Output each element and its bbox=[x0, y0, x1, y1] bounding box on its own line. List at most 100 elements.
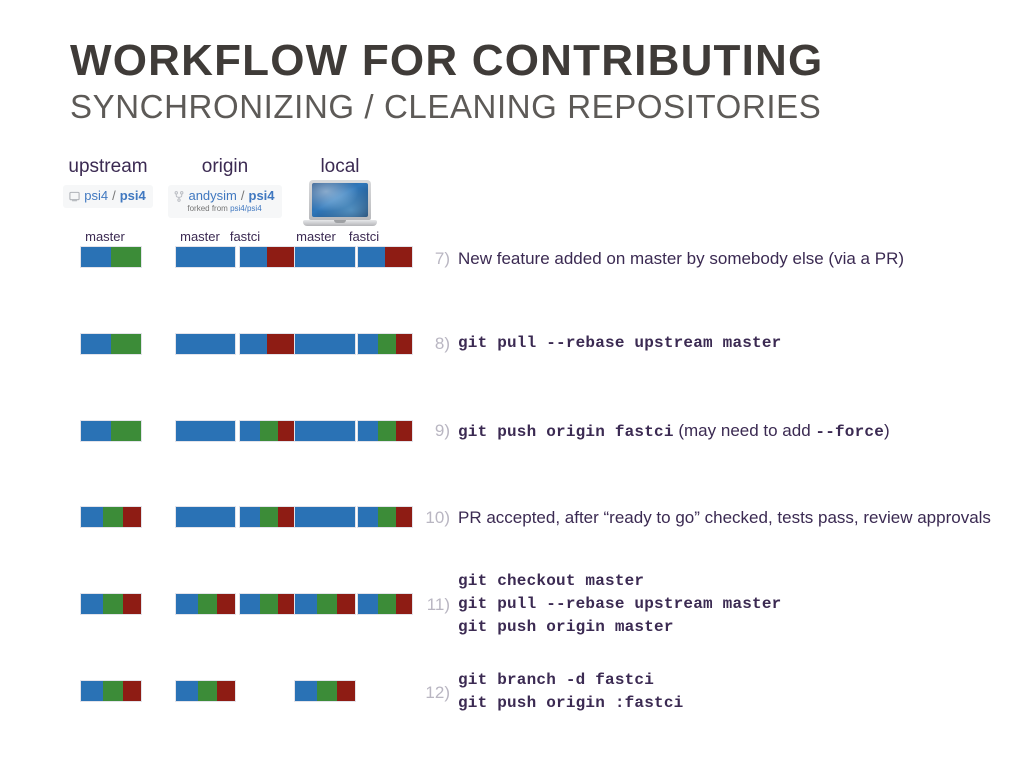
branch-bar-local-master bbox=[295, 334, 355, 354]
commit-segment-green bbox=[259, 594, 278, 614]
step-number: 12) bbox=[425, 682, 450, 702]
branch-bar-origin-master bbox=[176, 681, 235, 701]
step-number: 8) bbox=[434, 334, 450, 353]
commit-segment-red bbox=[217, 594, 235, 614]
commit-segment-blue bbox=[240, 507, 260, 527]
commit-segment-red bbox=[395, 507, 412, 527]
commit-segment-blue bbox=[358, 247, 385, 267]
branch-bar-local-master bbox=[295, 247, 355, 267]
command-line: git branch -d fastci bbox=[458, 671, 655, 689]
repo-chip-origin[interactable]: andysim / psi4 forked from psi4/psi4 bbox=[168, 184, 282, 218]
commit-segment-blue bbox=[176, 334, 235, 354]
commit-segment-green bbox=[377, 594, 396, 614]
branch-bar-upstream-master bbox=[81, 334, 141, 354]
branch-bar-local-fastci bbox=[358, 507, 412, 527]
command-line: git push origin :fastci bbox=[458, 694, 684, 712]
commit-segment-blue bbox=[81, 247, 111, 267]
commit-segment-green bbox=[103, 594, 123, 614]
commit-segment-red bbox=[217, 681, 235, 701]
branch-bar-local-master bbox=[295, 594, 355, 614]
repo-separator: / bbox=[240, 187, 245, 203]
branch-label-origin-master: master bbox=[180, 229, 220, 244]
branch-bar-upstream-master bbox=[81, 681, 141, 701]
commit-segment-blue bbox=[81, 594, 104, 614]
command-line: git push origin fastci bbox=[458, 423, 674, 441]
commit-segment-red bbox=[385, 247, 412, 267]
branch-bar-origin-master bbox=[176, 334, 235, 354]
forked-from-note: forked from psi4/psi4 bbox=[174, 203, 274, 214]
column-header-origin: origin andysim / psi4 forked from psi4/p… bbox=[160, 156, 290, 218]
commit-segment-red bbox=[277, 421, 294, 441]
page-title: WORKFLOW FOR CONTRIBUTING bbox=[70, 36, 824, 85]
branch-bar-origin-master bbox=[176, 594, 235, 614]
forked-from-prefix: forked from bbox=[187, 203, 228, 213]
commit-segment-blue bbox=[240, 594, 260, 614]
commit-segment-red bbox=[277, 594, 294, 614]
branch-bar-origin-master bbox=[176, 421, 235, 441]
commit-segment-red bbox=[395, 334, 412, 354]
branch-label-upstream-master: master bbox=[85, 229, 125, 244]
repo-name-origin: psi4 bbox=[248, 187, 275, 203]
commit-segment-blue bbox=[176, 421, 235, 441]
step-item: 10)PR accepted, after “ready to go” chec… bbox=[424, 506, 1024, 529]
step-text: git branch -d fastci git push origin :fas… bbox=[458, 669, 1024, 715]
column-header-local: local bbox=[280, 156, 400, 228]
command-line: git pull --rebase upstream master bbox=[458, 334, 782, 352]
branch-bar-upstream-master bbox=[81, 507, 141, 527]
commit-segment-blue bbox=[176, 681, 198, 701]
branch-bar-origin-fastci bbox=[240, 421, 294, 441]
branch-bar-local-master bbox=[295, 681, 355, 701]
commit-segment-blue bbox=[240, 247, 267, 267]
branch-bar-origin-master bbox=[176, 247, 235, 267]
commit-segment-blue bbox=[358, 507, 378, 527]
title-block: WORKFLOW FOR CONTRIBUTING SYNCHRONIZING … bbox=[70, 36, 970, 126]
commit-segment-green bbox=[111, 421, 141, 441]
commit-segment-green bbox=[111, 247, 141, 267]
commit-segment-blue bbox=[358, 421, 378, 441]
column-title-upstream: upstream bbox=[68, 156, 148, 177]
commit-segment-blue bbox=[176, 247, 235, 267]
command-note-prefix: (may need to add bbox=[673, 421, 816, 440]
page-subtitle: SYNCHRONIZING / CLEANING REPOSITORIES bbox=[70, 88, 822, 126]
command-note-suffix: ) bbox=[884, 421, 890, 440]
branch-bar-upstream-master bbox=[81, 247, 141, 267]
commit-segment-green bbox=[377, 334, 396, 354]
forked-from-source[interactable]: psi4/psi4 bbox=[230, 203, 262, 213]
commit-segment-red bbox=[336, 681, 355, 701]
step-item: 9) git push origin fastci (may need to ad… bbox=[424, 419, 1024, 444]
command-note-code: --force bbox=[815, 423, 885, 441]
commit-segment-green bbox=[317, 594, 337, 614]
branch-bar-upstream-master bbox=[81, 594, 141, 614]
branch-bar-origin-fastci bbox=[240, 594, 294, 614]
commit-segment-red bbox=[277, 507, 294, 527]
repo-chip-upstream[interactable]: psi4 / psi4 bbox=[63, 184, 153, 208]
step-number: 11) bbox=[426, 595, 450, 614]
commit-segment-green bbox=[317, 681, 337, 701]
commit-segment-blue bbox=[295, 247, 355, 267]
step-number: 10) bbox=[425, 508, 450, 527]
commit-segment-blue bbox=[358, 334, 378, 354]
commit-segment-red bbox=[267, 334, 294, 354]
fork-icon bbox=[174, 191, 184, 202]
commit-segment-blue bbox=[81, 507, 104, 527]
step-text: git push origin fastci (may need to add … bbox=[458, 419, 1024, 444]
commit-segment-blue bbox=[295, 334, 355, 354]
commit-segment-blue bbox=[81, 334, 111, 354]
branch-bar-origin-fastci bbox=[240, 507, 294, 527]
repo-name-upstream: psi4 bbox=[119, 187, 146, 203]
command-line: git checkout master bbox=[458, 572, 645, 590]
repo-owner-upstream: psi4 bbox=[84, 187, 109, 203]
step-number: 7) bbox=[434, 249, 450, 268]
commit-segment-blue bbox=[240, 421, 260, 441]
branch-bar-local-fastci bbox=[358, 334, 412, 354]
commit-segment-blue bbox=[295, 421, 355, 441]
commit-segment-blue bbox=[81, 681, 104, 701]
commit-segment-red bbox=[336, 594, 355, 614]
column-title-local: local bbox=[320, 156, 360, 177]
step-number: 9) bbox=[434, 421, 450, 440]
commit-segment-red bbox=[122, 681, 141, 701]
commit-segment-green bbox=[103, 507, 123, 527]
branch-bar-local-master bbox=[295, 421, 355, 441]
